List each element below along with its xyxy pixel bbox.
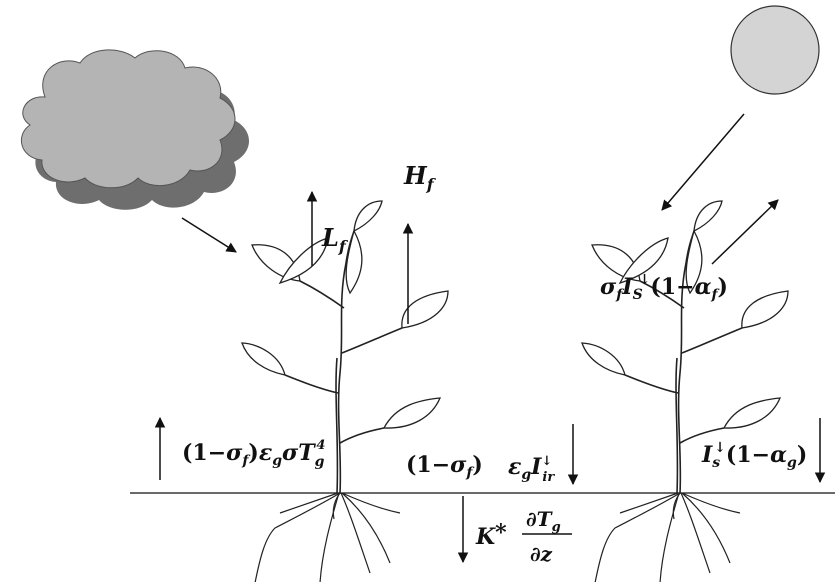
flux-arrows: [154, 113, 826, 564]
ground-emission-label: (1−σf)εgσTg4: [182, 438, 325, 470]
svg-text:∂Tg: ∂Tg: [526, 507, 561, 535]
svg-text:K*: K*: [475, 520, 507, 550]
reflected-solar-label: σfIS↓(1−αf): [600, 272, 728, 303]
cloud-icon: [20, 49, 250, 210]
sensible-heat-label: Hf: [403, 161, 437, 194]
ground-heat-label: K* ∂Tg ∂z: [475, 507, 572, 566]
solar-reflected-arrow: [711, 199, 779, 265]
sun-icon: [730, 5, 820, 95]
incoming-longwave-eps-label: εgI↓ir: [508, 454, 555, 485]
ground-solar-label: Is↓(1−αg): [701, 440, 807, 471]
incoming-longwave-label: (1−σf): [406, 452, 483, 481]
svg-text:∂z: ∂z: [530, 542, 553, 566]
plant-right-icon: [581, 200, 789, 582]
cloud-longwave-arrow: [181, 217, 237, 253]
solar-incoming-arrow: [661, 113, 745, 211]
latent-heat-label: Lf: [321, 223, 349, 256]
plant-left-icon: [241, 200, 449, 582]
